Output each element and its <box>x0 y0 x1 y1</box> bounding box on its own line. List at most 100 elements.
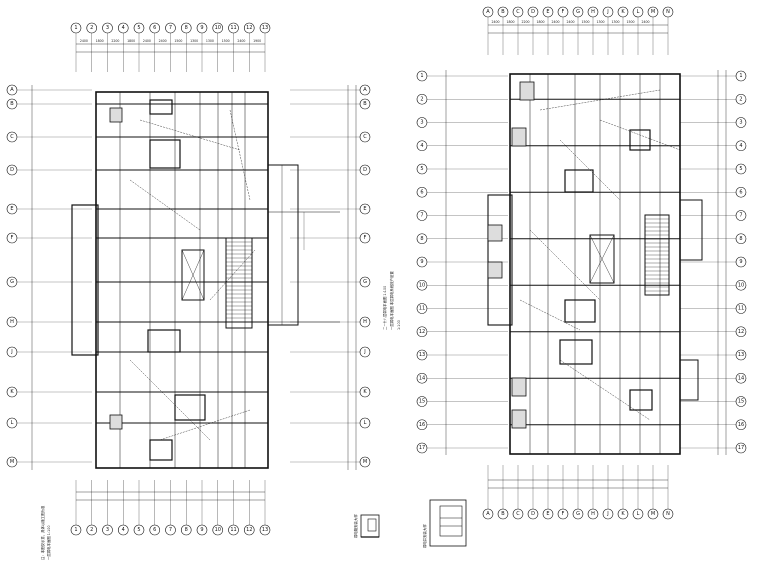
right-top-dim-5: 2400 <box>566 20 574 24</box>
left-lift <box>181 249 205 301</box>
right-side-r-2-label: 3 <box>739 120 742 126</box>
right-top-dim-2: 2200 <box>521 20 529 24</box>
detail-weak-shaft: 弱电井安装大样 <box>422 499 467 548</box>
right-cabinet-0 <box>519 81 535 101</box>
right-top-axis-1-label: B <box>501 9 505 15</box>
left-side-r-7-label: H <box>363 319 367 325</box>
right-lift-x2 <box>589 234 615 284</box>
right-top-axis-7-label: H <box>591 9 595 15</box>
right-side-r-0-label: 1 <box>739 73 742 79</box>
right-top-dim-4: 2400 <box>551 20 559 24</box>
left-side-r-0-label: A <box>363 87 367 93</box>
left-top-dim-8: 1300 <box>206 39 214 43</box>
right-side-r-11-label: 12 <box>738 329 744 335</box>
detail-weak-box-label: 弱电箱安装大样 <box>353 514 358 538</box>
mid-vertical-note: 一层弱电平面图 本层弱电系统按户设置 <box>389 271 394 330</box>
right-side-r-16-label: 17 <box>738 445 744 451</box>
left-top-dim-11: 1900 <box>253 39 261 43</box>
right-top-axis-9-label: K <box>621 9 625 15</box>
right-cabinet-5 <box>511 409 527 429</box>
left-top-dim-4: 2400 <box>143 39 151 43</box>
left-side-r-8-label: J <box>363 349 365 355</box>
left-wire-0 <box>139 119 241 151</box>
left-cabinet-1 <box>109 414 123 430</box>
right-bottom-axis-11-label: M <box>651 511 655 517</box>
right-bottom-axis-8-label: J <box>606 511 608 517</box>
right-side-l-3-label: 4 <box>420 143 423 149</box>
right-bottom-axis-2-label: C <box>516 511 520 517</box>
left-side-r-1-label: B <box>363 101 367 107</box>
right-side-r-12-label: 13 <box>738 352 744 358</box>
left-side-l-10-label: L <box>11 420 14 426</box>
left-top-axis-8-label: 9 <box>200 25 203 31</box>
left-top-dim-6: 1500 <box>174 39 182 43</box>
left-top-dim-7: 1300 <box>190 39 198 43</box>
right-cabinet-2 <box>487 224 503 242</box>
right-east-bay-2 <box>679 359 699 401</box>
left-top-dim-5: 2400 <box>159 39 167 43</box>
left-west-bay <box>71 204 99 356</box>
right-wetroom-1 <box>564 299 596 323</box>
left-top-axis-7-label: 8 <box>185 25 188 31</box>
right-bottom-axis-4-label: E <box>546 511 549 517</box>
left-bottom-axis-0-label: 1 <box>74 527 77 533</box>
right-wire-5 <box>519 299 581 331</box>
right-cabinet-4 <box>511 377 527 397</box>
left-top-dim-0: 2400 <box>80 39 88 43</box>
right-bottom-axis-3-label: D <box>531 511 535 517</box>
left-bottom-axis-9-label: 10 <box>215 527 221 533</box>
left-side-l-1-label: B <box>10 101 14 107</box>
right-side-r-14-label: 15 <box>738 399 744 405</box>
left-side-r-9-label: K <box>363 389 367 395</box>
left-side-l-6-label: G <box>10 279 14 285</box>
left-vertical-note: 注：本图仅示意，具体以施工图为准 <box>40 505 45 560</box>
right-bottom-axis-9-label: K <box>621 511 625 517</box>
right-side-r-5-label: 6 <box>739 189 742 195</box>
right-top-axis-0-label: A <box>486 9 490 15</box>
right-top-axis-11-label: M <box>651 9 655 15</box>
right-side-l-4-label: 5 <box>420 166 423 172</box>
right-bottom-axis-7-label: H <box>591 511 595 517</box>
left-top-axis-10-label: 11 <box>230 25 236 31</box>
right-side-l-0-label: 1 <box>420 73 423 79</box>
right-side-l-7-label: 8 <box>420 236 423 242</box>
right-top-dim-8: 1300 <box>611 20 619 24</box>
left-side-l-8-label: J <box>10 349 12 355</box>
left-top-dim-9: 1500 <box>222 39 230 43</box>
left-side-l-9-label: K <box>10 389 14 395</box>
left-plan-title: 一层弱电平面图 1:100 <box>46 525 51 560</box>
right-side-l-13-label: 14 <box>419 375 425 381</box>
left-wire-2 <box>209 249 256 301</box>
right-wire-3 <box>559 359 651 421</box>
left-top-dim-2: 2200 <box>111 39 119 43</box>
right-side-l-10-label: 11 <box>419 306 425 312</box>
left-side-l-5-label: F <box>11 235 14 241</box>
right-side-r-1-label: 2 <box>739 96 742 102</box>
right-side-r-10-label: 11 <box>738 306 744 312</box>
right-cabinet-1 <box>511 127 527 147</box>
detail-weak-shaft-label: 弱电井安装大样 <box>422 524 427 548</box>
left-side-l-7-label: H <box>10 319 14 325</box>
right-cabinet-3 <box>487 261 503 279</box>
right-side-l-11-label: 12 <box>419 329 425 335</box>
right-wire-1 <box>559 139 621 201</box>
left-top-axis-11-label: 12 <box>246 25 252 31</box>
right-wetroom-0 <box>564 169 594 193</box>
right-side-l-8-label: 9 <box>420 259 423 265</box>
right-top-dim-10: 2400 <box>641 20 649 24</box>
right-wire-2 <box>529 229 601 301</box>
left-bottom-axis-7-label: 8 <box>185 527 188 533</box>
right-outline <box>509 73 681 455</box>
left-side-l-4-label: E <box>10 206 13 212</box>
left-side-l-0-label: A <box>10 87 14 93</box>
left-side-r-11-label: M <box>363 459 367 465</box>
left-side-l-2-label: C <box>10 134 14 140</box>
left-wetroom-3 <box>149 99 173 115</box>
right-side-r-4-label: 5 <box>739 166 742 172</box>
right-top-dim-3: 1800 <box>536 20 544 24</box>
right-east-bay-1 <box>679 199 703 261</box>
right-side-r-9-label: 10 <box>738 282 744 288</box>
